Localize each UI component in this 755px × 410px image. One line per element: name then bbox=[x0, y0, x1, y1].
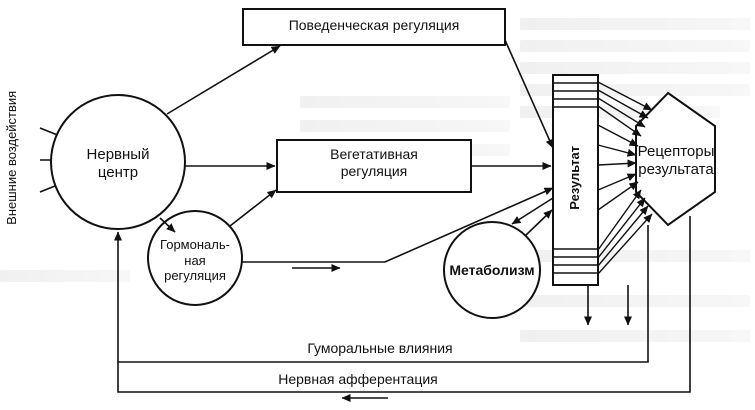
arrow-to-hormonal bbox=[159, 217, 176, 233]
vegetative-regulation-label: Вегетативная регуляция bbox=[330, 146, 418, 179]
nerve-center-label: Нервный центр bbox=[86, 146, 150, 181]
forward-arrows bbox=[159, 39, 632, 326]
vegetative-regulation-box bbox=[276, 139, 472, 193]
external-influences-label: Внешние воздействия bbox=[4, 90, 20, 225]
arrow-behavioral-to-result bbox=[504, 39, 554, 149]
bleed-line bbox=[300, 120, 510, 132]
hormonal-regulation-node bbox=[147, 210, 243, 306]
feedback-loops bbox=[114, 216, 691, 402]
arrow-metabolism-to-result bbox=[524, 209, 553, 237]
bleed-line bbox=[520, 295, 750, 307]
arrow-result-to-metabolism bbox=[511, 197, 554, 225]
nerve-center-node bbox=[50, 94, 186, 230]
behavioral-regulation-box bbox=[242, 8, 506, 46]
bleed-line bbox=[520, 18, 750, 30]
result-receptors-label: Рецепторы результата bbox=[637, 143, 715, 178]
hormonal-regulation-label: Гормональ- ная регуляция bbox=[160, 237, 230, 284]
result-box bbox=[552, 74, 599, 286]
result-to-receptor-arrows bbox=[597, 81, 653, 275]
metabolism-node bbox=[443, 221, 541, 319]
bleed-line bbox=[0, 270, 130, 282]
bleed-line bbox=[520, 40, 750, 52]
nerve-afferentation-label: Нервная афферентация bbox=[278, 371, 438, 387]
arrow-hormonal-to-vegetative bbox=[229, 189, 277, 227]
bleed-line bbox=[300, 96, 510, 108]
behavioral-regulation-label: Поведенческая регуляция bbox=[288, 17, 460, 33]
arrow-to-behavioral bbox=[166, 45, 281, 115]
humoral-influences-label: Гуморальные влияния bbox=[307, 340, 453, 356]
bleed-line bbox=[520, 330, 750, 342]
metabolism-label: Метаболизм bbox=[449, 262, 535, 278]
arrow-hormonal-to-result bbox=[242, 187, 554, 263]
result-label: Результат bbox=[567, 145, 583, 210]
nerve-afferentation-line bbox=[117, 216, 691, 393]
humoral-feedback-line bbox=[114, 225, 649, 363]
bleed-line bbox=[520, 62, 750, 74]
